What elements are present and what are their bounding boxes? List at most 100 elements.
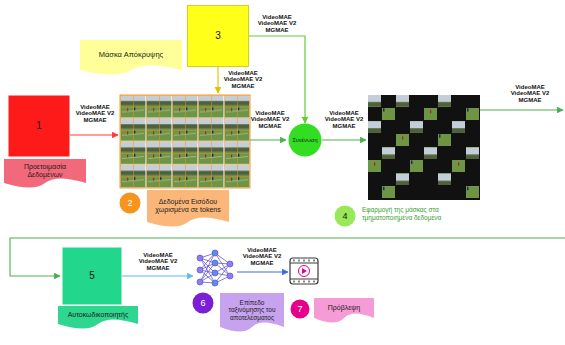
masked-frames-part [396, 173, 409, 185]
video-icon-part [294, 260, 314, 283]
node-text: 4 [342, 211, 347, 221]
step-tag: Μάσκα Απόκρυψης [80, 40, 182, 76]
network-icon-part [227, 261, 233, 267]
node-text: Προετοιμασία Δεδομένων [8, 163, 82, 179]
model-label: VideoMAE VideoMAE V2 MGMAE [137, 252, 179, 271]
masked-frames-part [438, 173, 451, 185]
circle-shape [193, 293, 214, 314]
step-square: 1 [8, 95, 70, 157]
step-square: 5 [62, 247, 122, 305]
masked-frames-part [368, 95, 381, 107]
document-shape [314, 298, 374, 323]
network-icon-part [197, 279, 203, 285]
step-note: Εφαρμογή της μάσκας στα τμηματοποιημένα … [362, 206, 480, 222]
masked-frames-part [368, 121, 381, 133]
flow-arrows-part [122, 275, 193, 276]
flow-arrows-part [237, 271, 288, 272]
rect-shape [63, 248, 122, 305]
masked-frames-part [452, 121, 465, 133]
network-icon-part [197, 267, 203, 273]
model-label: VideoMAE VideoMAE V2 MGMAE [74, 104, 116, 123]
node-text: 1 [36, 120, 42, 132]
circle-shape [120, 193, 141, 214]
circle-shape [291, 300, 310, 319]
flow-arrows [10, 67, 565, 276]
document-shape [4, 159, 86, 188]
circle-shape [335, 206, 356, 227]
network-icon-part [212, 250, 218, 256]
step-circle: 6 [192, 292, 214, 314]
video-icon-part [290, 263, 318, 279]
node-text: 2 [127, 198, 132, 208]
document-shape [80, 40, 182, 75]
masked-frames-part [382, 108, 395, 120]
masked-frames-part [424, 147, 437, 159]
model-label: VideoMAE VideoMAE V2 MGMAE [323, 110, 365, 129]
step-tag: Προετοιμασία Δεδομένων [4, 159, 86, 189]
masked-frames-part [438, 95, 451, 107]
step-circle: 7 [290, 299, 310, 319]
step-tag: Δεδομένα Εισόδου χωρισμένα σε tokens [147, 190, 229, 228]
masked-frames-part [396, 95, 409, 107]
token-frames [120, 95, 250, 188]
masked-frames-part [382, 186, 395, 198]
network-icon-part [212, 260, 218, 266]
node-text: 7 [297, 304, 302, 314]
video-icon-part [302, 268, 307, 274]
flow-arrows-part [250, 139, 286, 140]
step-circle: 2 [119, 192, 141, 214]
network-icon-part [200, 253, 230, 283]
masked-frames [368, 95, 480, 200]
rect-shape [188, 6, 249, 67]
step-tag: Αυτοκωδικοποιητής [58, 306, 138, 330]
node-text: 6 [200, 298, 205, 308]
node-text: Επίπεδο ταξινόμησης του αποτελέσματος [224, 299, 280, 321]
document-shape [147, 190, 229, 227]
model-label: VideoMAE VideoMAE V2 MGMAE [509, 84, 551, 103]
video-icon [290, 258, 318, 284]
document-shape [58, 306, 138, 329]
token-frames-part [120, 95, 250, 188]
node-text: 3 [215, 30, 221, 42]
flow-arrows-part [322, 139, 366, 140]
document-shape [220, 293, 284, 332]
network-icon-part [212, 280, 218, 286]
masked-frames-part [382, 147, 395, 159]
model-label: VideoMAE VideoMAE V2 MGMAE [222, 70, 264, 89]
masked-frames-part [466, 186, 479, 198]
network-icon [197, 250, 233, 286]
node-shape [58, 306, 138, 330]
rect-shape [9, 96, 70, 157]
node-text: Αυτοκωδικοποιητής [68, 311, 129, 319]
video-icon-part [299, 266, 310, 277]
masked-frames-part [424, 108, 437, 120]
token-frames-part [120, 95, 250, 188]
step-tag: Επίπεδο ταξινόμησης του αποτελέσματος [220, 293, 284, 333]
masked-frames-part [410, 121, 423, 133]
video-icon-part [290, 258, 318, 284]
node-text: Πρόβλεψη [328, 304, 360, 312]
edge-label: VideoMAE VideoMAE V2 MGMAE [256, 14, 298, 33]
flow-arrows-part [70, 134, 118, 135]
masked-frames-part [438, 134, 451, 146]
network-icon-part [227, 273, 233, 279]
token-frames-part [120, 95, 250, 188]
masked-frames-part [368, 95, 480, 200]
node-text: Μάσκα Απόκρυψης [99, 51, 163, 60]
circle-shape [289, 124, 322, 157]
node-text: Δεδομένα Εισόδου χωρισμένα σε tokens [151, 198, 225, 214]
masked-frames-part [368, 160, 381, 172]
flow-arrows-part [480, 109, 563, 110]
model-label: VideoMAE VideoMAE V2 MGMAE [241, 247, 283, 266]
step-square: 3 [187, 5, 249, 67]
node-text: 5 [89, 270, 95, 282]
masked-frames-part [466, 147, 479, 159]
merge-circle: Συνένωση [288, 123, 322, 157]
network-icon-part [212, 270, 218, 276]
masked-frames-part [466, 108, 479, 120]
step-circle: 4 [334, 205, 356, 227]
node-text: Συνένωση [292, 137, 317, 143]
masked-frames-part [410, 160, 423, 172]
model-label: VideoMAE VideoMAE V2 MGMAE [249, 110, 291, 129]
